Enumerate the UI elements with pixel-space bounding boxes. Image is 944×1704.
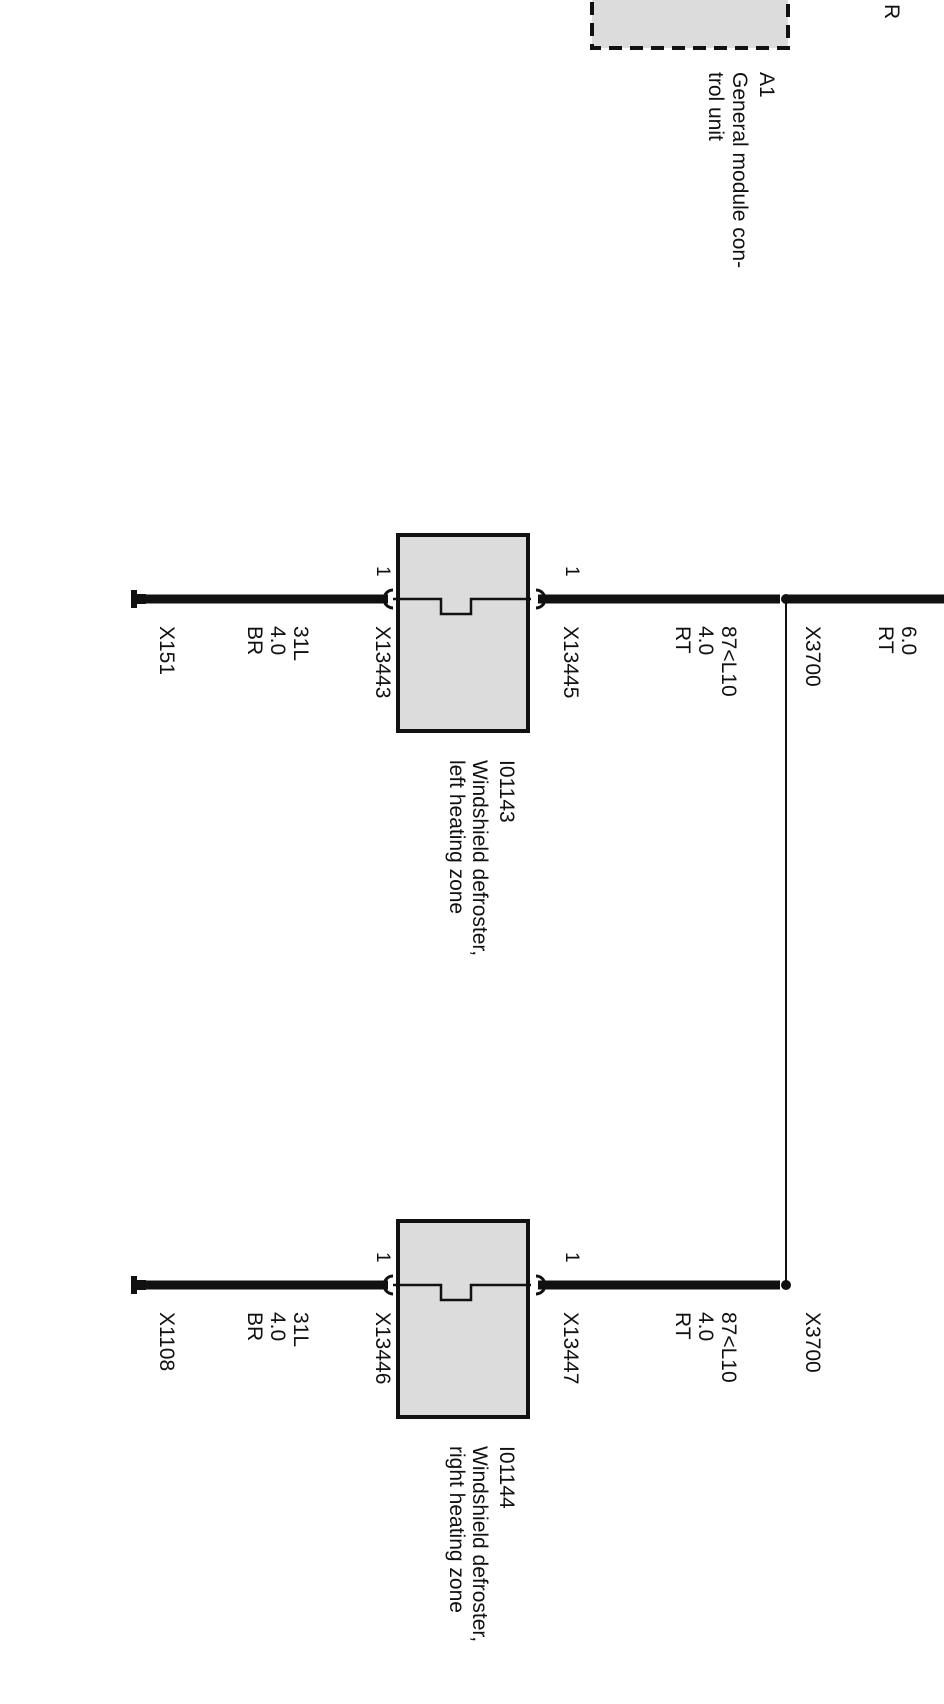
main-wire-gauge: 6.0	[897, 626, 920, 655]
right-splice-label: X3700	[801, 1312, 824, 1373]
right-ground-gauge: 4.0	[266, 1312, 289, 1341]
left-zone: X3700 87<L10 4.0 RT 1 X13445 I01143 Wind…	[131, 533, 824, 956]
left-component-id: I01143	[495, 760, 518, 823]
module-box	[590, 0, 790, 50]
right-feed-pin: 1	[561, 1252, 582, 1263]
top-right-label: R	[880, 4, 903, 19]
main-wire-color: RT	[874, 626, 897, 654]
left-ground-symbol	[131, 590, 137, 608]
right-zone: X3700 87<L10 4.0 RT 1 X13447 I01144 Wind…	[131, 1219, 824, 1642]
right-heating-element-icon	[393, 1283, 531, 1302]
right-ground-point-label: X1108	[155, 1312, 178, 1371]
right-ground-pin: 1	[372, 1252, 393, 1263]
left-splice-dot	[781, 594, 791, 604]
right-ground-symbol	[131, 1276, 137, 1294]
left-component-name-line1: Windshield defroster,	[468, 760, 491, 956]
right-feed-connector	[535, 1274, 547, 1296]
right-splice-dot	[781, 1280, 791, 1290]
module-id: A1	[755, 72, 778, 98]
left-component-name-line2: left heating zone	[445, 760, 468, 914]
left-ground-circuit: 31L	[289, 626, 312, 661]
right-feed-gauge: 4.0	[694, 1312, 717, 1341]
left-feed-pin: 1	[561, 566, 582, 577]
right-ground-connector-label: X13446	[371, 1312, 394, 1384]
module-name-line1: General module con-	[728, 72, 751, 268]
left-feed-circuit: 87<L10	[717, 626, 740, 697]
right-component-id: I01144	[495, 1446, 518, 1509]
left-ground-pin: 1	[372, 566, 393, 577]
right-component-name-line1: Windshield defroster,	[468, 1446, 491, 1642]
right-heater-body	[396, 1219, 530, 1419]
left-ground-point-label: X151	[155, 626, 178, 675]
right-ground-circuit: 31L	[289, 1312, 312, 1347]
left-feed-color: RT	[671, 626, 694, 654]
left-feed-connector	[535, 588, 547, 610]
left-splice-label: X3700	[801, 626, 824, 687]
right-feed-color: RT	[671, 1312, 694, 1340]
left-ground-connector-label: X13443	[371, 626, 394, 698]
right-feed-circuit: 87<L10	[717, 1312, 740, 1383]
right-component-name-line2: right heating zone	[445, 1446, 468, 1613]
right-feed-connector-label: X13447	[559, 1312, 582, 1384]
left-ground-color: BR	[243, 626, 266, 655]
module-name-line2: trol unit	[704, 72, 727, 141]
right-ground-color: BR	[243, 1312, 266, 1341]
left-ground-gauge: 4.0	[266, 626, 289, 655]
left-feed-connector-label: X13445	[559, 626, 582, 698]
left-feed-gauge: 4.0	[694, 626, 717, 655]
left-heating-element-icon	[393, 597, 531, 616]
left-heater-body	[396, 533, 530, 733]
